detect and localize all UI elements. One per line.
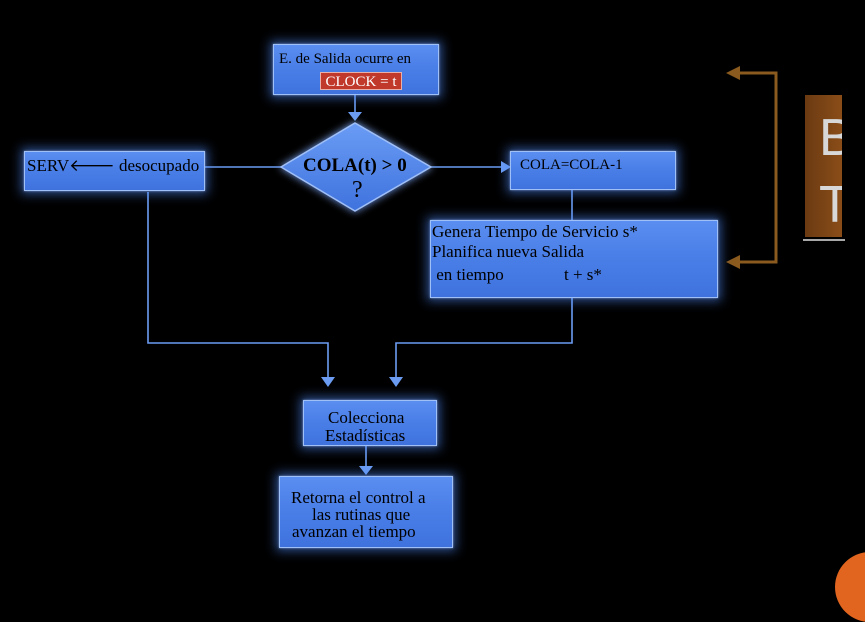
serv-label: SERV🡐 desocupado <box>27 157 199 175</box>
side-title-letter-t: T <box>819 176 842 234</box>
side-title-panel: B T <box>805 95 842 237</box>
connector-serv-to-stats <box>147 192 329 378</box>
collect-statistics-line2: Estadísticas <box>325 426 406 445</box>
queue-decrement-label: COLA=COLA-1 <box>520 157 623 173</box>
queue-decrement-box: COLA=COLA-1 <box>510 151 676 190</box>
bracket-line <box>738 71 778 264</box>
return-control-box: Retorna el control a las rutinas que ava… <box>279 476 453 548</box>
clock-highlight: CLOCK = t <box>320 72 402 90</box>
arrowhead-right-stats <box>389 377 403 387</box>
side-title-underline <box>803 239 845 241</box>
connector-genera-to-stats <box>395 298 573 378</box>
decision-condition: COLA(t) > 0 <box>303 155 407 176</box>
left-arrow-icon: 🡐 <box>69 156 115 176</box>
arrowhead-into-return <box>359 466 373 475</box>
return-control-line2: las rutinas que <box>312 505 411 524</box>
arrowhead-into-cola <box>501 161 511 173</box>
return-control-line1: Retorna el control a <box>291 488 426 507</box>
bracket-arrow-top <box>726 66 740 80</box>
start-event-label: E. de Salida ocurre en <box>279 51 412 67</box>
decision-diamond <box>279 122 433 212</box>
arrowhead-into-decision <box>348 112 362 121</box>
start-event-box: E. de Salida ocurre en CLOCK = t <box>273 44 439 95</box>
flowchart-canvas <box>147 66 778 475</box>
serv-text: SERV <box>27 156 70 175</box>
return-control-line3: avanzan el tiempo <box>292 522 416 541</box>
decision-question-mark: ? <box>352 177 363 203</box>
generate-service-line3a: en tiempo <box>432 265 504 284</box>
collect-statistics-box: Colecciona Estadísticas <box>303 400 437 446</box>
side-title-letter-b: B <box>819 109 842 167</box>
generate-service-box: Genera Tiempo de Servicio s* Planifica n… <box>430 220 718 298</box>
collect-statistics-line1: Colecciona <box>328 408 405 427</box>
generate-service-line3b: t + s* <box>564 265 602 284</box>
arrowhead-left-stats <box>321 377 335 387</box>
generate-service-line1: Genera Tiempo de Servicio s* <box>432 222 638 241</box>
desocupado-text: desocupado <box>114 156 200 175</box>
serv-idle-box: SERV🡐 desocupado <box>24 151 205 191</box>
generate-service-line2: Planifica nueva Salida <box>432 242 585 261</box>
bracket-arrow-bottom <box>726 255 740 269</box>
